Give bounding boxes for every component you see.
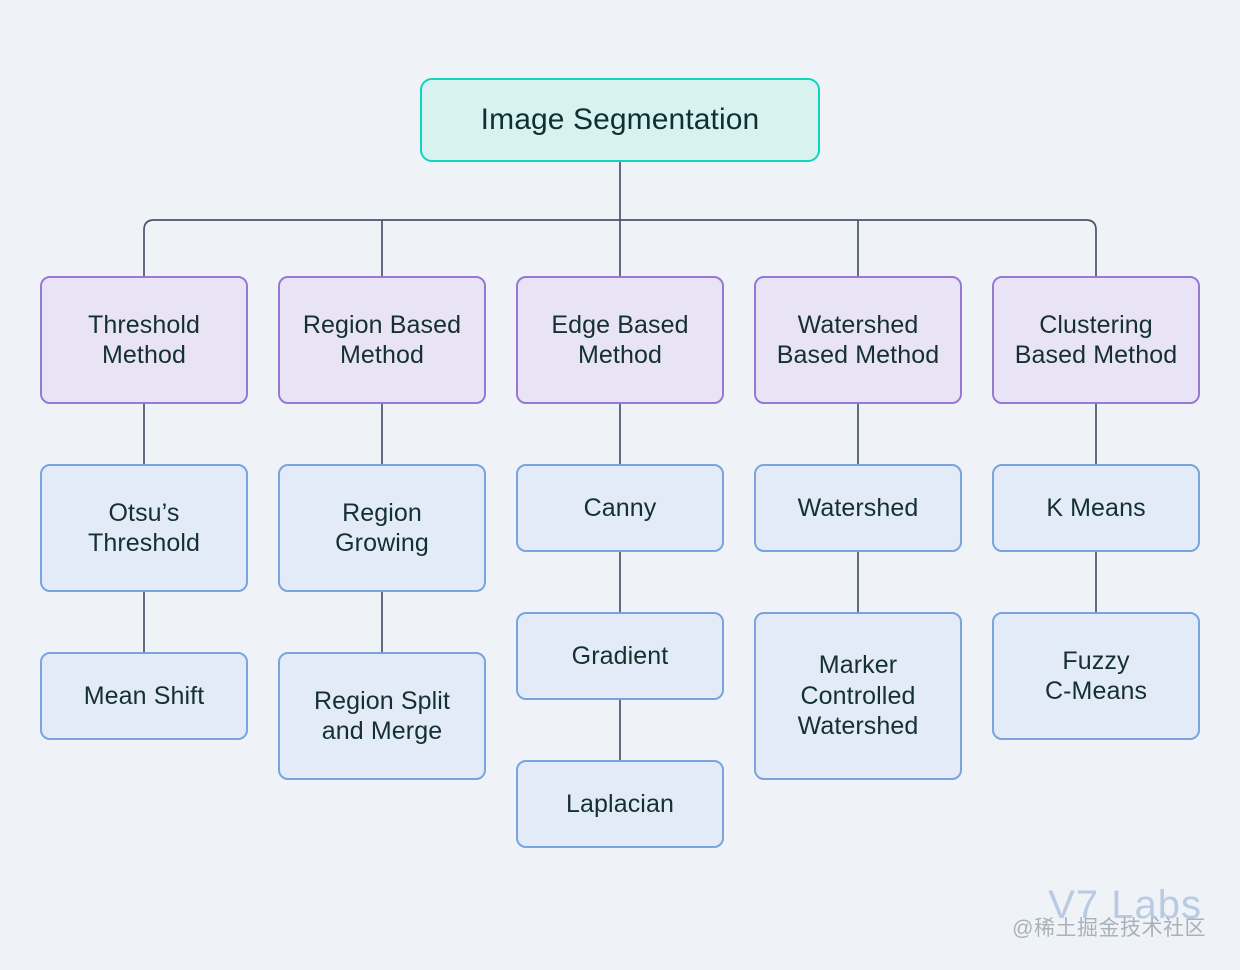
watermark-v7labs: V7 Labs <box>1048 883 1202 927</box>
node-region-split-and-merge[interactable]: Region Split and Merge <box>278 652 486 780</box>
node-watershed[interactable]: Watershed <box>754 464 962 552</box>
watermark-site: @稀土掘金技术社区 <box>1012 917 1206 940</box>
node-region-based-method[interactable]: Region Based Method <box>278 276 486 404</box>
node-canny[interactable]: Canny <box>516 464 724 552</box>
node-otsus-threshold[interactable]: Otsu’s Threshold <box>40 464 248 592</box>
node-image-segmentation[interactable]: Image Segmentation <box>420 78 820 162</box>
node-region-growing[interactable]: Region Growing <box>278 464 486 592</box>
node-k-means[interactable]: K Means <box>992 464 1200 552</box>
node-mean-shift[interactable]: Mean Shift <box>40 652 248 740</box>
node-fuzzy-c-means[interactable]: Fuzzy C-Means <box>992 612 1200 740</box>
node-edge-based-method[interactable]: Edge Based Method <box>516 276 724 404</box>
node-threshold-method[interactable]: Threshold Method <box>40 276 248 404</box>
node-watershed-based-method[interactable]: Watershed Based Method <box>754 276 962 404</box>
node-gradient[interactable]: Gradient <box>516 612 724 700</box>
node-clustering-based-method[interactable]: Clustering Based Method <box>992 276 1200 404</box>
node-laplacian[interactable]: Laplacian <box>516 760 724 848</box>
node-marker-controlled-watershed[interactable]: Marker Controlled Watershed <box>754 612 962 780</box>
